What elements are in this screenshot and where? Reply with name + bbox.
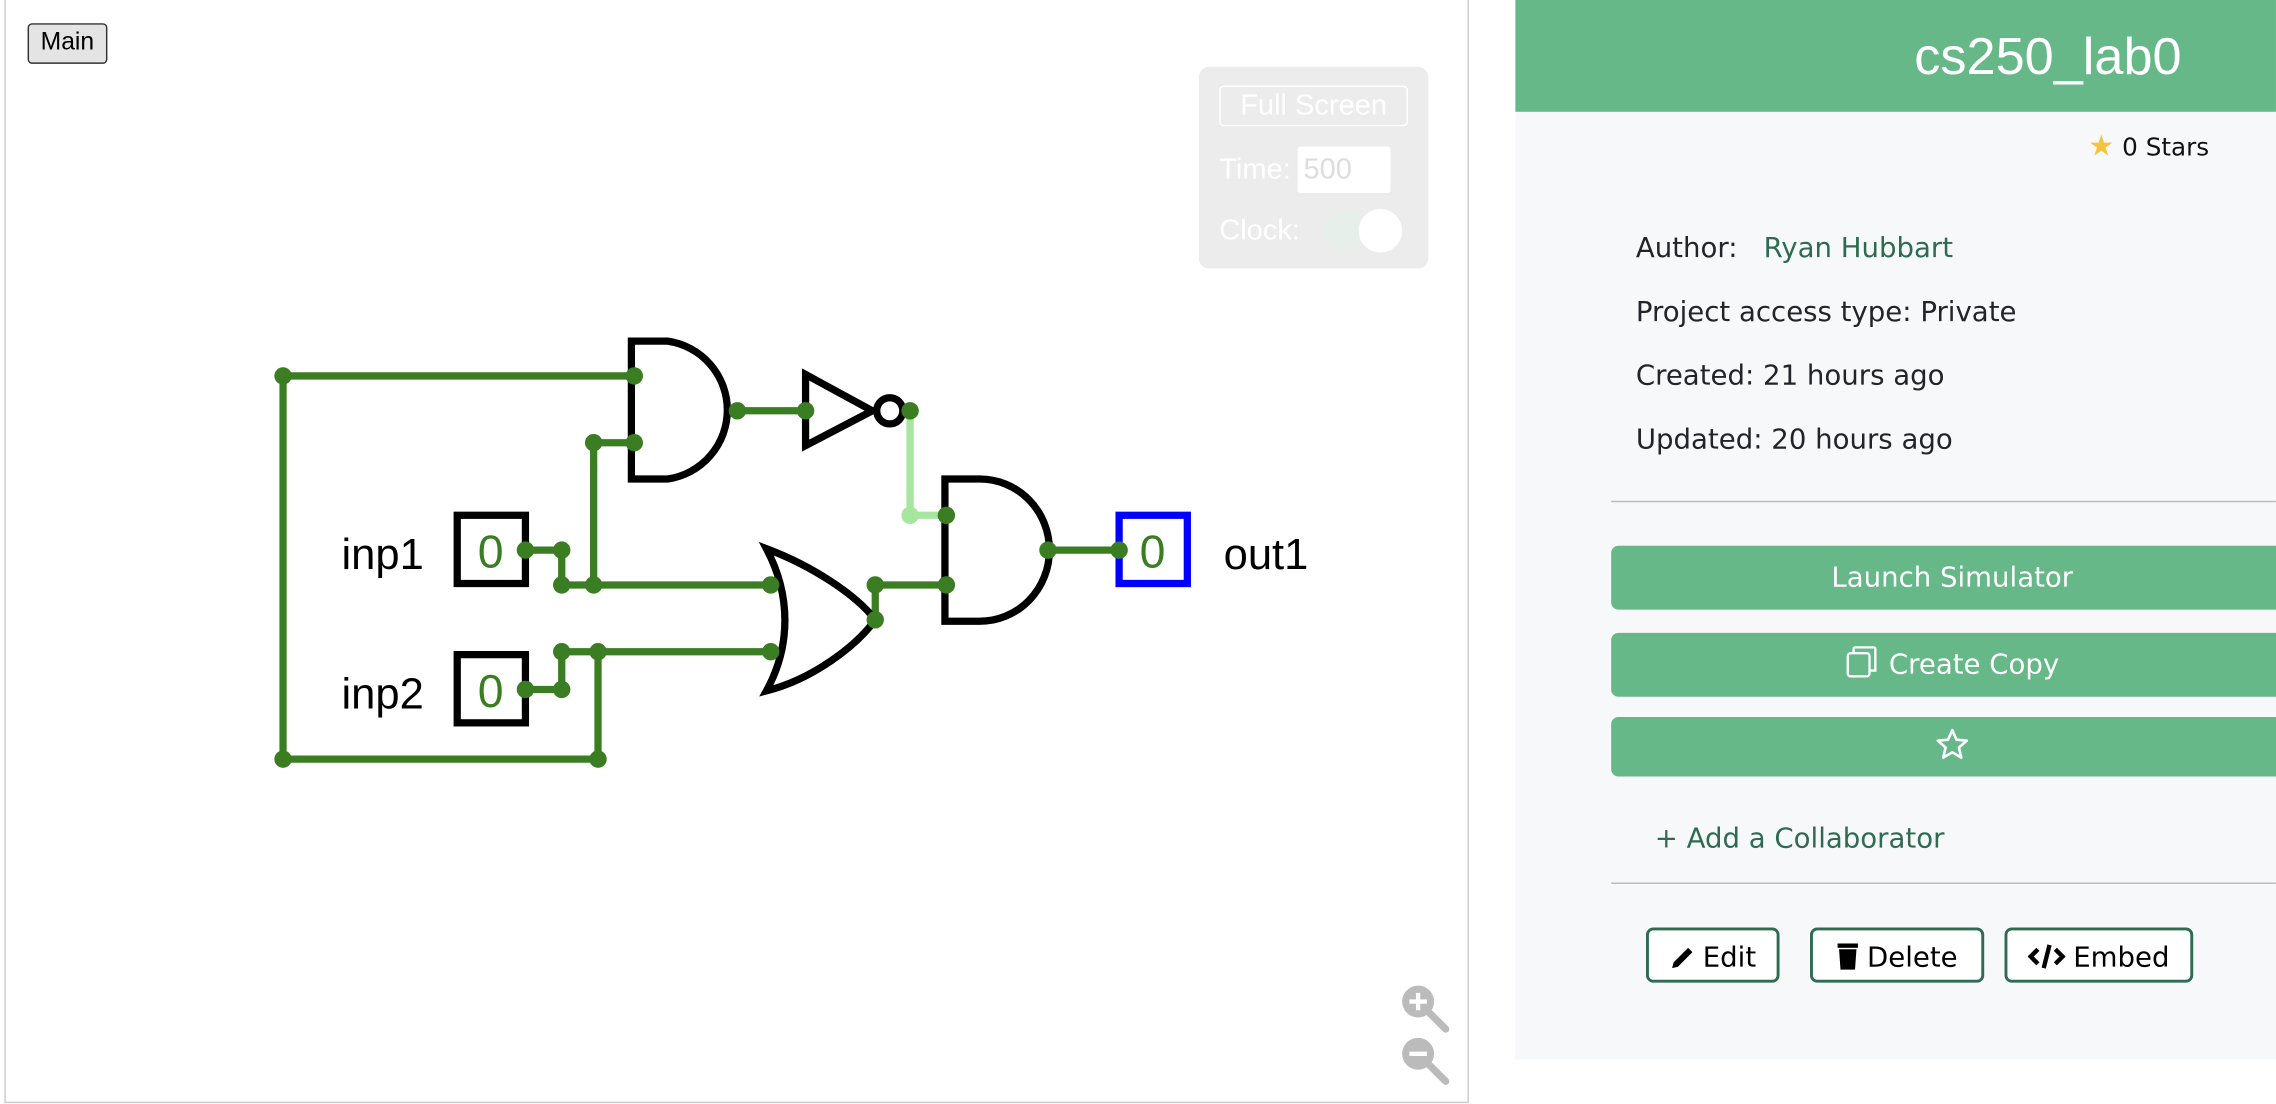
launch-simulator-button[interactable]: Launch Simulator: [1611, 545, 2276, 610]
trash-icon: [1838, 943, 1859, 970]
star-count-label: 0 Stars: [2122, 133, 2210, 163]
output-label-out1: out1: [1224, 531, 1309, 579]
edit-button[interactable]: Edit: [1646, 927, 1780, 983]
time-label: Time:: [1219, 153, 1291, 186]
code-icon: [2028, 944, 2067, 969]
circuit-canvas[interactable]: Main Full Screen Time: 500 Clock:: [4, 0, 1469, 1104]
author-label: Author:: [1635, 232, 1738, 265]
create-copy-button[interactable]: Create Copy: [1611, 632, 2276, 697]
star-button[interactable]: [1611, 717, 2276, 777]
full-screen-button[interactable]: Full Screen: [1219, 85, 1408, 127]
divider: [1611, 882, 2276, 884]
project-info: Author: Ryan Hubbart Project access type:…: [1636, 232, 2017, 487]
wire-light: [906, 410, 947, 519]
wire: [871, 581, 947, 620]
star-icon: ★: [2088, 127, 2115, 163]
embed-button[interactable]: Embed: [2004, 927, 2194, 983]
clock-label: Clock:: [1219, 214, 1300, 247]
created-time: Created: 21 hours ago: [1635, 359, 1945, 392]
clock-toggle[interactable]: [1323, 209, 1403, 253]
star-count: ★ 0 Stars: [2088, 128, 2209, 163]
author-link[interactable]: Ryan Hubbart: [1763, 232, 1954, 265]
copy-icon: [1847, 646, 1877, 678]
and-gate: [941, 475, 1054, 625]
input-label-inp1: inp1: [342, 531, 424, 579]
divider: [1611, 500, 2276, 503]
project-panel: cs250_lab0 ★ 0 Stars Author: Ryan Hubbart…: [1515, 0, 2276, 1060]
delete-label: Delete: [1867, 942, 1958, 974]
simulator-controls: Full Screen Time: 500 Clock:: [1198, 66, 1429, 269]
input-value-inp2[interactable]: 0: [478, 665, 504, 717]
zoom-out-icon[interactable]: [1402, 1037, 1450, 1085]
delete-button[interactable]: Delete: [1810, 927, 1985, 983]
circuit-diagram: 0 0 0 inp1 inp2 out1: [274, 337, 1450, 1085]
input-value-inp1[interactable]: 0: [478, 526, 504, 578]
clock-toggle-knob: [1358, 209, 1403, 253]
create-copy-label: Create Copy: [1888, 648, 2060, 681]
or-gate: [758, 541, 880, 697]
edit-label: Edit: [1702, 942, 1757, 974]
and-gate: [627, 337, 731, 483]
star-outline-icon: [1936, 728, 1969, 759]
embed-label: Embed: [2073, 942, 2170, 974]
pencil-icon: [1672, 947, 1693, 969]
time-input[interactable]: 500: [1297, 146, 1391, 194]
access-type: Project access type: Private: [1635, 296, 2017, 329]
wire: [525, 648, 771, 694]
add-collaborator-link[interactable]: + Add a Collaborator: [1654, 823, 1945, 855]
not-gate: [801, 368, 881, 452]
main-tab-button[interactable]: Main: [27, 23, 108, 64]
project-title: cs250_lab0: [1515, 0, 2276, 112]
updated-time: Updated: 20 hours ago: [1635, 423, 1953, 456]
not-bubble: [873, 394, 907, 428]
output-value-out1: 0: [1140, 526, 1166, 578]
wire: [525, 546, 771, 589]
wire-nodes: [274, 367, 1128, 768]
zoom-in-icon[interactable]: [1402, 985, 1450, 1033]
input-label-inp2: inp2: [342, 670, 424, 718]
